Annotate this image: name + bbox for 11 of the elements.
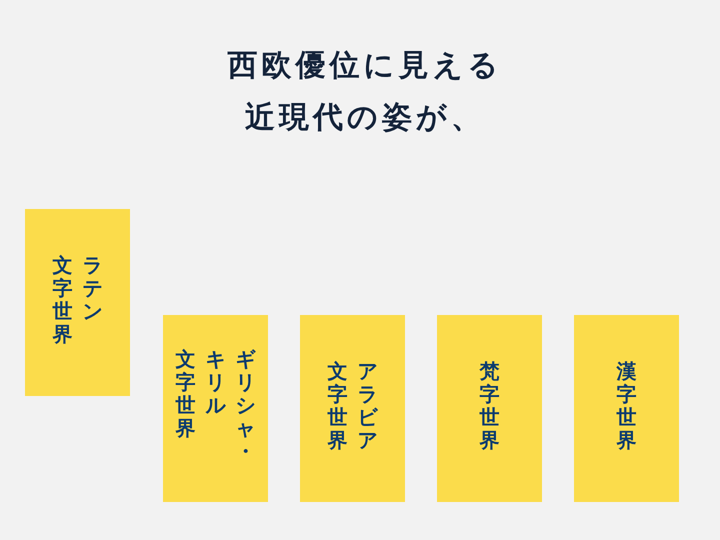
vertical-label: アラビア文字世界 — [328, 360, 378, 452]
title: 西欧優位に見える近現代の姿が、 — [226, 47, 504, 137]
category-panel — [25, 209, 130, 396]
vertical-label: 漢字世界 — [616, 360, 636, 452]
category-panel — [437, 315, 542, 502]
category-panel — [163, 315, 268, 502]
vertical-label: ギリシャ・キリル文字世界 — [176, 348, 256, 463]
vertical-label: 梵字世界 — [480, 360, 500, 452]
category-panel — [574, 315, 679, 502]
vertical-label: ラテン文字世界 — [52, 254, 102, 346]
category-panel — [300, 315, 405, 502]
